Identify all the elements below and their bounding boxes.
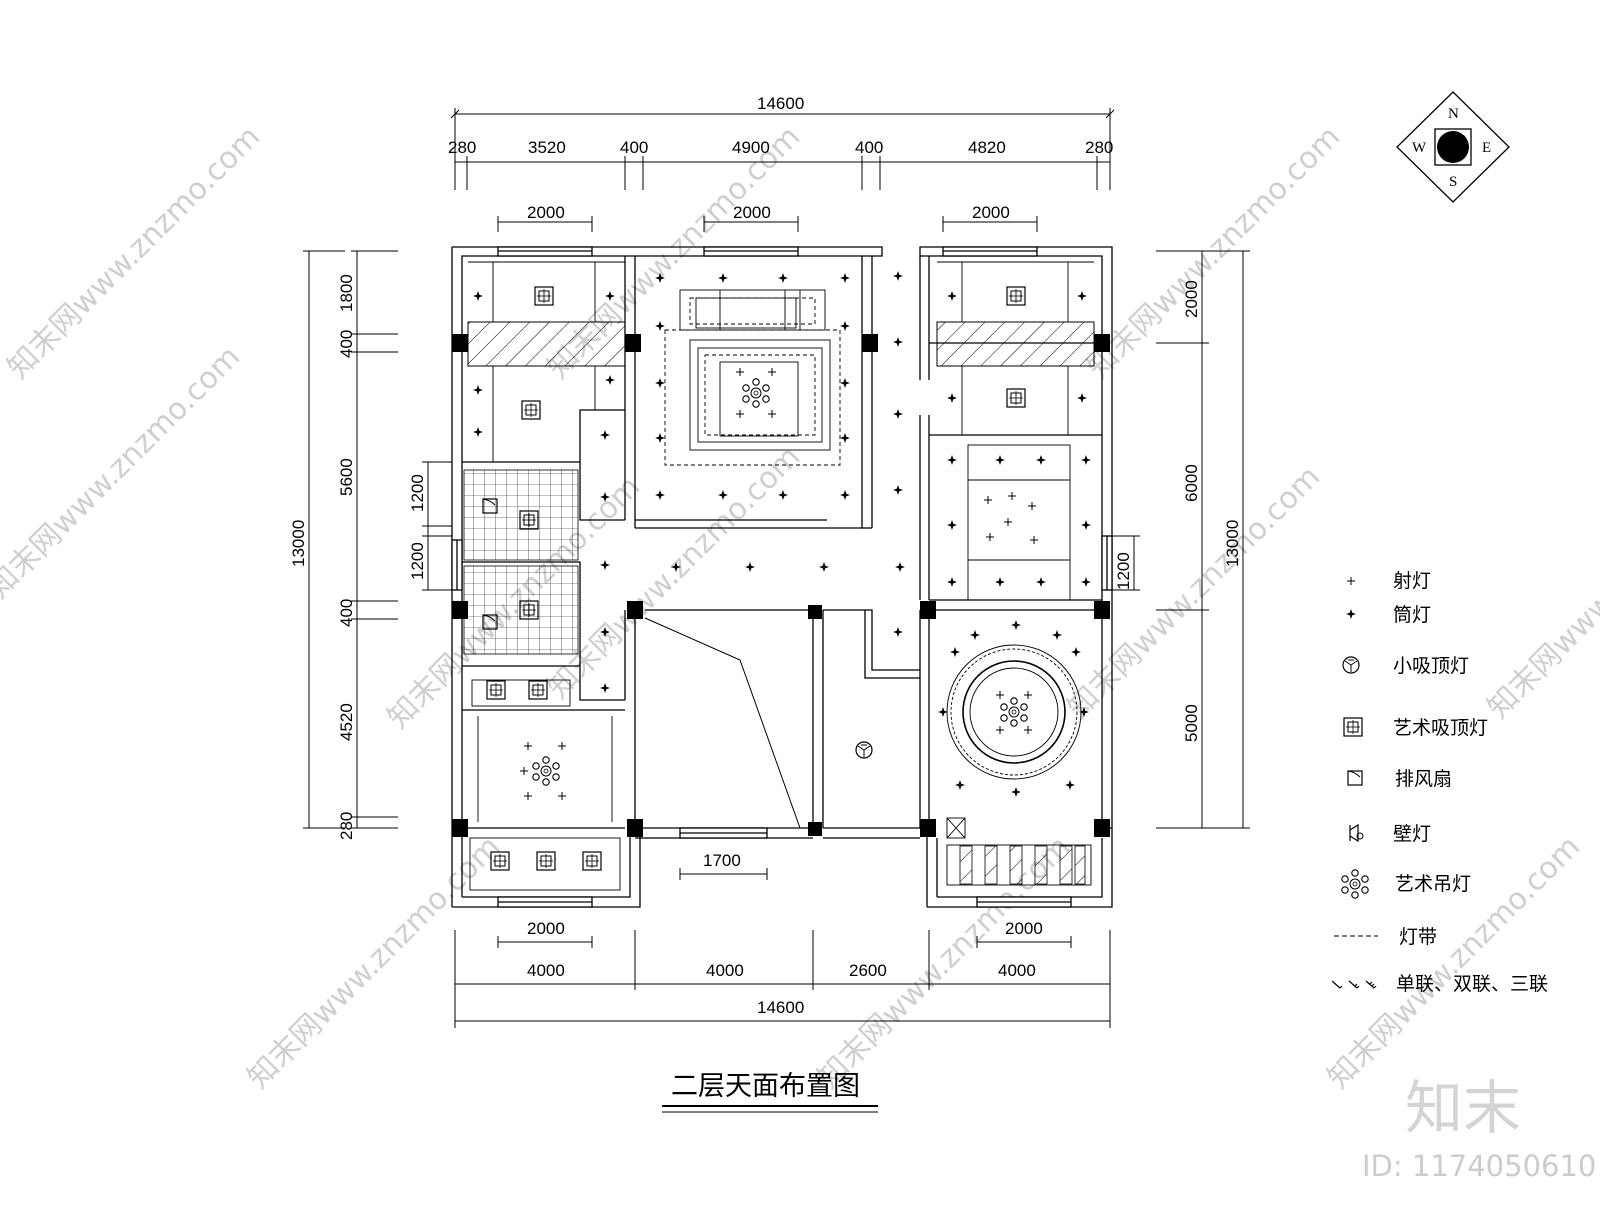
dim-bottom-window: 2000 (527, 919, 565, 938)
dim-top-seg: 280 (448, 138, 476, 157)
legend-label: 筒灯 (1393, 604, 1431, 626)
legend-item-wall-lamp: 壁灯 (1349, 823, 1431, 845)
compass-east: E (1482, 140, 1491, 156)
dim-left-seg: 5600 (337, 458, 356, 496)
compass-north: N (1448, 106, 1459, 122)
dim-top-seg: 3520 (528, 138, 566, 157)
art-ceiling-lamp-icon (1343, 717, 1363, 737)
dim-top-seg: 280 (1085, 138, 1113, 157)
legend-item-art-ceiling-lamp: 艺术吸顶灯 (1343, 717, 1488, 739)
dim-top-window: 2000 (733, 203, 771, 222)
fixtures-small-ceiling-lamp (855, 741, 873, 759)
legend-item-small-ceiling-lamp: 小吸顶灯 (1342, 655, 1469, 677)
watermark-text: 知末网www.znzmo.com (0, 339, 247, 605)
dim-left-seg: 400 (337, 330, 356, 358)
legend-item-switch: 单联、双联、三联 (1331, 973, 1548, 995)
hatched-beams (467, 321, 1095, 367)
wall-lamp-icon (1349, 823, 1364, 843)
dim-left-window: 1200 (408, 542, 427, 580)
ceiling-details (468, 261, 1094, 891)
legend-label: 灯带 (1399, 926, 1437, 948)
legend-item-spotlight: 射灯 (1346, 570, 1431, 592)
dim-left-seg: 280 (337, 812, 356, 840)
dim-bottom-total: 14600 (757, 998, 804, 1017)
legend-label: 艺术吸顶灯 (1393, 717, 1488, 739)
legend-label: 艺术吊灯 (1395, 873, 1471, 895)
dimension-labels-top: 14600 280 3520 400 4900 400 4820 280 200… (448, 94, 1113, 222)
dim-left-window: 1200 (408, 474, 427, 512)
watermark-text: 知末网www.znzmo.com (1481, 459, 1600, 725)
dim-bottom-window: 2000 (1005, 919, 1043, 938)
drawing-title: 二层天面布置图 (662, 1071, 878, 1113)
dim-top-window: 2000 (527, 203, 565, 222)
legend-label: 小吸顶灯 (1393, 655, 1469, 677)
dim-right-window: 1200 (1114, 552, 1133, 590)
legend-label: 排风扇 (1395, 768, 1452, 790)
dim-bottom-seg: 4000 (527, 961, 565, 980)
dimension-labels-left: 13000 1800 400 5600 400 4520 280 1200 12… (289, 274, 427, 840)
compass-west: W (1412, 140, 1427, 156)
watermark-text: 知末网www.znzmo.com (241, 829, 507, 1095)
dim-left-seg: 400 (337, 599, 356, 627)
watermark-text: 知末网www.znzmo.com (541, 439, 807, 705)
dim-left-seg: 1800 (337, 274, 356, 312)
legend-item-light-strip: 灯带 (1334, 926, 1437, 948)
dim-right-seg: 2000 (1182, 280, 1201, 318)
spotlight-icon (1346, 576, 1356, 586)
watermark-layer: 知末网www.znzmo.com 知末网www.znzmo.com 知末网www… (0, 119, 1600, 1183)
dim-bottom-seg: 4000 (998, 961, 1036, 980)
compass-south: S (1449, 174, 1457, 190)
legend-label: 壁灯 (1393, 823, 1431, 845)
dimension-labels-bottom: 1700 2000 2000 4000 4000 2600 4000 14600 (527, 851, 1043, 1017)
dimensions-bottom (454, 868, 1111, 1028)
bathroom-tiles (463, 469, 579, 655)
legend-item-art-chandelier: 艺术吊灯 (1341, 869, 1471, 899)
dim-right-total: 13000 (1223, 520, 1242, 567)
legend-label: 单联、双联、三联 (1396, 973, 1548, 995)
dim-right-seg: 5000 (1182, 704, 1201, 742)
bath-stripes (959, 845, 1086, 885)
drawing-title-text: 二层天面布置图 (671, 1071, 860, 1102)
dim-left-total: 13000 (289, 520, 308, 567)
dim-right-seg: 6000 (1182, 464, 1201, 502)
dim-top-seg: 4820 (968, 138, 1006, 157)
legend-item-exhaust-fan: 排风扇 (1347, 768, 1452, 790)
watermark-text: 知末网www.znzmo.com (1321, 829, 1587, 1095)
dimensions-top (450, 108, 1115, 232)
dim-top-window: 2000 (972, 203, 1010, 222)
dimension-labels-right: 13000 2000 6000 5000 1200 (1114, 280, 1242, 742)
dim-bottom-seg: 4000 (706, 961, 744, 980)
floor-plan (451, 246, 1113, 908)
downlight-icon (1346, 609, 1356, 619)
dim-top-seg: 400 (855, 138, 883, 157)
dim-top-seg: 4900 (732, 138, 770, 157)
small-ceiling-lamp-icon (1342, 656, 1360, 674)
dimensions-left (303, 250, 452, 829)
fixtures-spotlights (519, 367, 1039, 801)
watermark-text: 知末网www.znzmo.com (1081, 119, 1347, 385)
legend: 射灯 筒灯 小吸顶灯 艺术吸顶灯 排风扇 壁灯 艺术吊灯 (1331, 570, 1548, 995)
art-chandelier-icon (1341, 869, 1369, 899)
exhaust-fan-icon (1347, 770, 1363, 786)
dim-left-seg: 4520 (337, 703, 356, 741)
compass: N S E W (1396, 91, 1510, 203)
legend-label: 射灯 (1393, 570, 1431, 592)
switch-icon (1331, 980, 1377, 989)
dim-top-seg: 400 (620, 138, 648, 157)
watermark-id: ID: 1174050610 (1362, 1149, 1596, 1183)
watermark-logo: 知末 (1405, 1074, 1521, 1142)
dim-bottom-seg: 2600 (849, 961, 887, 980)
dimensions-right (1104, 250, 1250, 829)
dim-door-opening: 1700 (703, 851, 741, 870)
dim-top-total: 14600 (757, 94, 804, 113)
legend-item-downlight: 筒灯 (1346, 604, 1431, 626)
